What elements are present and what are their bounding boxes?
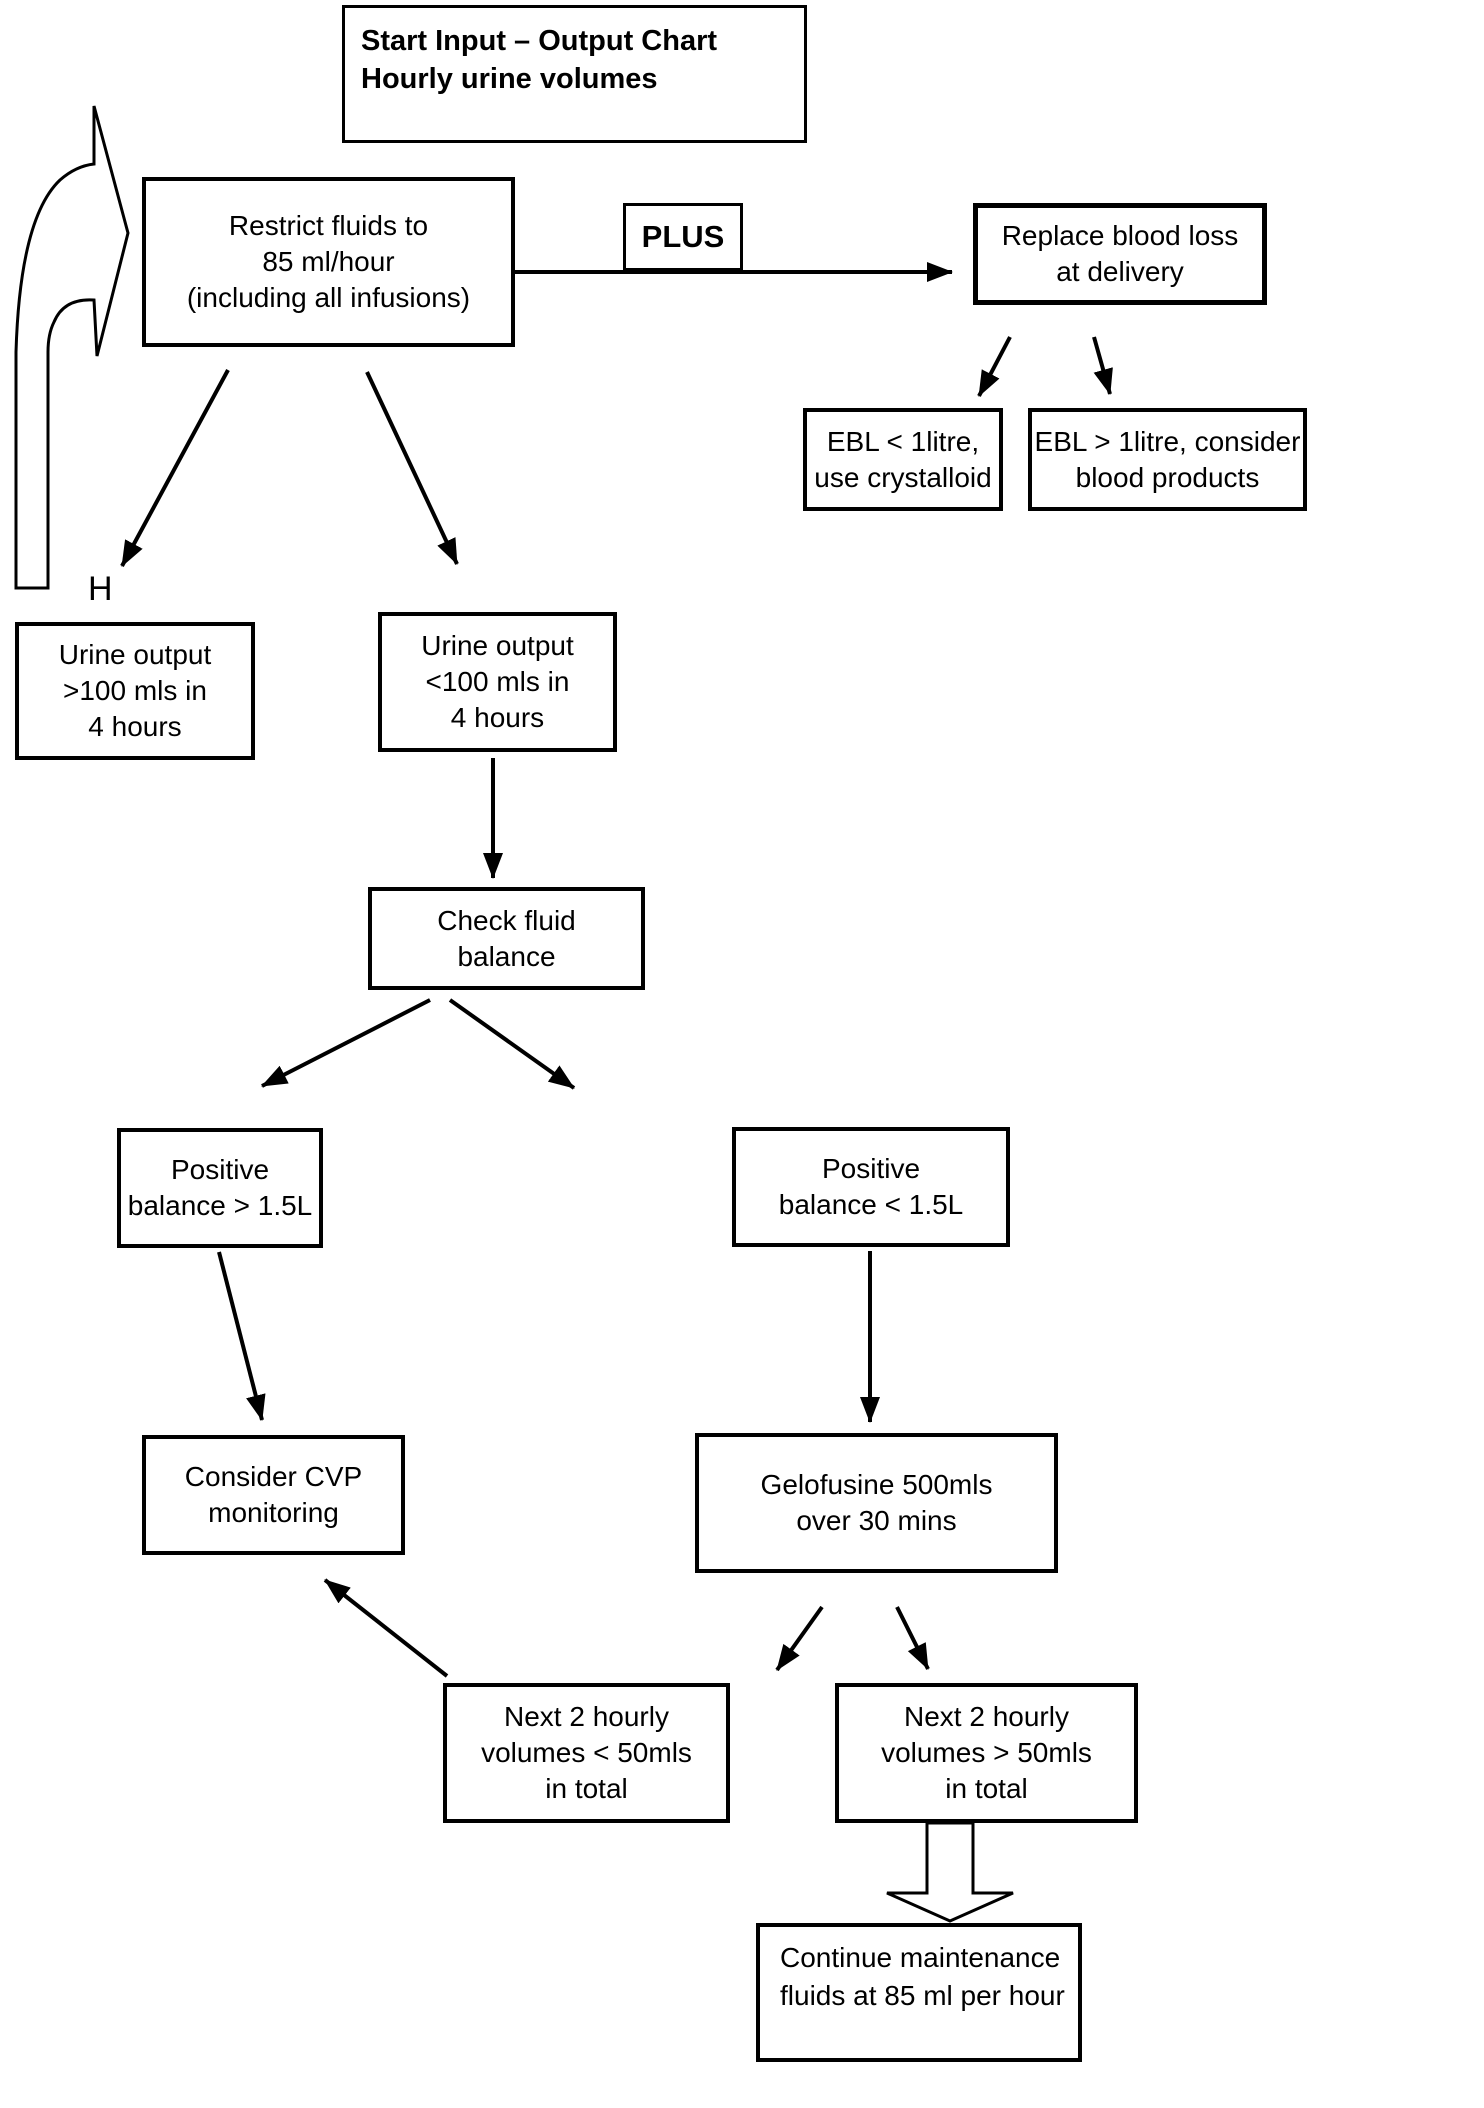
node-restrict-fluids: Restrict fluids to 85 ml/hour (including… (142, 177, 515, 347)
node-urine-under-100: Urine output <100 mls in 4 hours (378, 612, 617, 752)
node-plus-label: PLUS (623, 203, 743, 271)
node-ebl-over-1l: EBL > 1litre, consider blood products (1028, 408, 1307, 511)
node-ebl-under-1l: EBL < 1litre, use crystalloid (803, 408, 1003, 511)
edge-positive-over-to-cvp (217, 1251, 266, 1421)
node-positive-under-1-5: Positive balance < 1.5L (732, 1127, 1010, 1247)
edge-replace-to-ebl-over (1092, 336, 1113, 395)
node-title: Start Input – Output Chart Hourly urine … (342, 5, 807, 143)
edge-next2-under-to-cvp (323, 1578, 449, 1678)
node-positive-over-1-5: Positive balance > 1.5L (117, 1128, 323, 1248)
node-next2-under-50: Next 2 hourly volumes < 50mls in total (443, 1683, 730, 1823)
label-h: H (88, 570, 113, 608)
edge-restrict-to-urine-over-100 (120, 369, 230, 567)
node-check-fluid-balance: Check fluid balance (368, 887, 645, 990)
edge-replace-to-ebl-under (977, 336, 1012, 397)
node-replace-blood-loss: Replace blood loss at delivery (973, 203, 1267, 305)
loop-back-block-arrow (14, 105, 130, 590)
edge-gelofusine-to-next2-under (775, 1605, 824, 1672)
edge-gelofusine-to-next2-over (895, 1606, 930, 1670)
edge-check-to-positive-under (448, 998, 576, 1090)
edge-restrict-to-urine-under-100 (365, 371, 459, 565)
node-urine-over-100: Urine output >100 mls in 4 hours (15, 622, 255, 760)
edge-check-to-positive-over (261, 998, 431, 1088)
node-consider-cvp: Consider CVP monitoring (142, 1435, 405, 1555)
node-continue-maintenance: Continue maintenance fluids at 85 ml per… (756, 1923, 1082, 2062)
block-arrow-next2-over-to-continue (886, 1821, 1014, 1923)
node-gelofusine: Gelofusine 500mls over 30 mins (695, 1433, 1058, 1573)
node-next2-over-50: Next 2 hourly volumes > 50mls in total (835, 1683, 1138, 1823)
